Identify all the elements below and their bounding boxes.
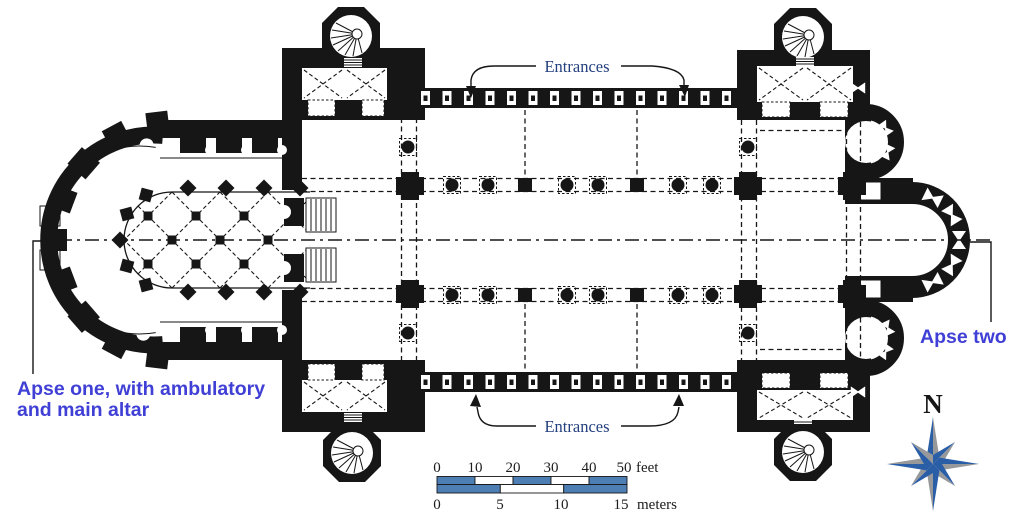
ambulatory-ring — [40, 110, 171, 370]
entrances-bottom-left-arrow — [476, 406, 536, 427]
entrances-bottom-right-arrow — [621, 406, 680, 427]
feet-tick: 30 — [544, 460, 559, 476]
arrowhead-icon — [679, 85, 689, 97]
piers-and-columns — [396, 138, 866, 342]
compass-north-label: N — [923, 389, 943, 419]
meters-tick: 5 — [496, 497, 504, 513]
entrances-label-bottom: Entrances — [544, 417, 609, 436]
arrowhead-icon — [673, 394, 684, 406]
entrances-top-left-arrow — [470, 65, 536, 87]
compass-rose-icon: N — [887, 389, 979, 511]
feet-tick: 40 — [582, 460, 597, 476]
apse-one-label-line2: and main altar — [17, 399, 150, 421]
apsidiole-south-wall — [865, 300, 904, 376]
feet-tick: 10 — [468, 460, 483, 476]
feet-unit-label: feet — [636, 460, 659, 476]
meters-tick: 10 — [554, 497, 569, 513]
apse-one-leader-line — [32, 240, 62, 374]
arrowhead-icon — [470, 394, 481, 407]
choir-screen-stairs — [305, 197, 337, 283]
spiral-stair-tower-nw — [321, 6, 381, 66]
entrances-top-right-arrow — [621, 65, 685, 86]
spiral-stair-tower-sw — [322, 423, 382, 483]
spiral-stair-tower-se — [773, 422, 833, 482]
meters-tick: 0 — [433, 497, 441, 513]
apsidiole-north-wall — [865, 104, 904, 180]
feet-tick: 50 — [617, 460, 632, 476]
vaulted-chambers — [302, 66, 853, 420]
arrowhead-icon — [466, 86, 476, 98]
annotations: Entrances Entrances Apse one, with ambul… — [17, 57, 1007, 436]
scale-bar-meters — [436, 484, 628, 494]
feet-tick: 20 — [506, 460, 521, 476]
apse-one-chapel-bands — [150, 120, 302, 360]
entrances-label-top: Entrances — [544, 57, 609, 76]
choir — [111, 179, 337, 301]
meters-unit-label: meters — [637, 497, 677, 513]
apse-one-label-line1: Apse one, with ambulatory — [17, 378, 265, 400]
scale-bar: 0 10 20 30 40 50 feet 0 5 10 15 meters — [433, 460, 677, 513]
feet-tick: 0 — [433, 460, 441, 476]
apse-two-leader-line — [970, 241, 992, 322]
apse-two-label: Apse two — [920, 326, 1007, 348]
scale-bar-feet — [436, 476, 628, 485]
meters-tick: 15 — [614, 497, 629, 513]
choir-colonnade — [111, 179, 309, 301]
